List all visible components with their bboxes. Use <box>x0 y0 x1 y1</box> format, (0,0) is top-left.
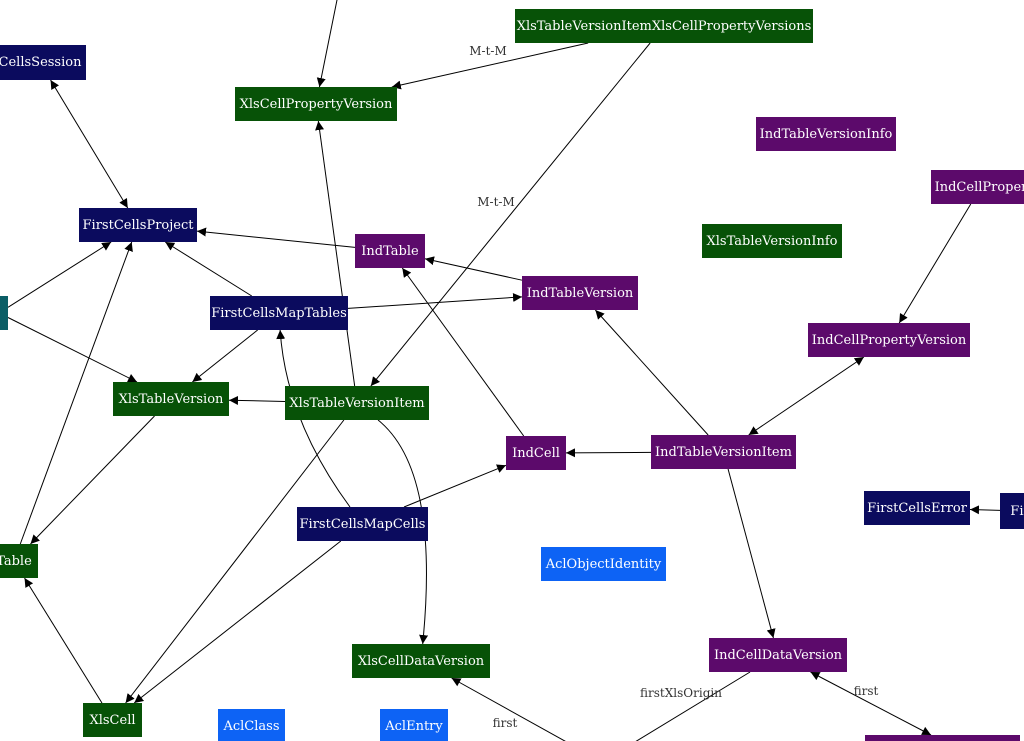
edge-firstCellsMapTables-to-firstCellsProject <box>164 241 253 297</box>
edge-firstCellsMapTables-to-indTableVersion <box>347 292 523 309</box>
node-ind-table-version-item[interactable]: IndTableVersionItem <box>651 435 796 469</box>
edge-tealNode-to-xlsTableVersion <box>7 317 138 383</box>
node-ind-table[interactable]: IndTable <box>355 234 425 268</box>
edge-indCellPropertyPartial-to-indCellPropertyVersion <box>898 203 972 324</box>
node-first-cells-map-tables[interactable]: FirstCellsMapTables <box>210 296 348 330</box>
node-fir-partial[interactable]: Fir <box>1000 493 1024 529</box>
node-ind-table-version[interactable]: IndTableVersion <box>522 276 638 310</box>
node-xls-table-version-item[interactable]: XlsTableVersionItem <box>285 386 429 420</box>
edge-firstCellsMapTables-to-xlsTableVersion <box>192 329 258 383</box>
edge-xlsTableVersionItem-to-xlsCellDataVersion <box>377 419 429 645</box>
edge-indTableVersionItem-to-indTableVersion <box>594 309 709 436</box>
edge-label: M-t-M <box>477 195 515 209</box>
node-acl-class[interactable]: AclClass <box>218 709 285 741</box>
node-acl-entry[interactable]: AclEntry <box>380 709 448 741</box>
node-ind-cell-property-version[interactable]: IndCellPropertyVersion <box>808 323 970 357</box>
edge-indCellDataVersion-to-offBottom2 <box>635 671 751 741</box>
edge-firPartial-to-firstCellsError <box>969 505 1001 515</box>
edge-offTop-to-xlsCellPropertyVersion <box>316 0 338 88</box>
edge-label: first <box>493 716 518 730</box>
edge-indTable-to-firstCellsProject <box>196 227 356 248</box>
edge-xlsCellDataVersion-to-offBottom <box>451 677 566 741</box>
node-xls-cell[interactable]: XlsCell <box>83 703 142 737</box>
node-acl-object-identity[interactable]: AclObjectIdentity <box>541 547 666 581</box>
node-xls-cell-property-version[interactable]: XlsCellPropertyVersion <box>235 87 397 121</box>
node-first-cells-map-cells[interactable]: FirstCellsMapCells <box>297 507 428 541</box>
edge-label: first <box>854 684 879 698</box>
node-xls-table-version[interactable]: XlsTableVersion <box>113 382 229 416</box>
edge-indCellDataVersion-to-bottomPurple <box>810 671 932 736</box>
edge-label: firstXlsOrigin <box>640 686 722 700</box>
node-first-cells-project[interactable]: FirstCellsProject <box>79 208 197 242</box>
edge-firstCellsMapCells-to-indCell <box>403 464 507 508</box>
edge-tealNode-to-firstCellsProject <box>7 241 112 308</box>
node-ind-table-version-info[interactable]: IndTableVersionInfo <box>756 117 896 151</box>
node-xls-cell-data-version[interactable]: XlsCellDataVersion <box>352 644 490 678</box>
node-xls-table-version-info[interactable]: XlsTableVersionInfo <box>702 224 842 258</box>
edge-indTableVersionItem-to-indCellPropertyVersion <box>748 356 865 436</box>
edge-label: M-t-M <box>469 44 507 58</box>
node-cells-session[interactable]: CellsSession <box>0 45 86 80</box>
node-ind-cell-data-version[interactable]: IndCellDataVersion <box>709 638 847 672</box>
edge-xlsTableVersionItem-to-xlsCell <box>125 419 345 704</box>
node-xls-table-version-item-xls-cell-property-versions[interactable]: XlsTableVersionItemXlsCellPropertyVersio… <box>515 9 813 43</box>
node-table-partial[interactable]: Table <box>0 544 38 578</box>
node-ind-cell-property-partial[interactable]: IndCellProper <box>931 170 1024 204</box>
edge-indTableVersion-to-indTable <box>424 256 523 281</box>
node-teal-partial[interactable] <box>0 296 8 330</box>
edge-cellsSession-to-firstCellsProject <box>50 79 129 209</box>
edge-firstCellsMapCells-to-xlsCell <box>133 540 342 704</box>
edge-xlsTableVersion-to-tablePartial <box>30 415 155 545</box>
edge-xlsTableVersionItemXlsCellPropertyVersions-to-xlsCellPropertyVersion <box>391 42 589 90</box>
edge-indCell-to-indTable <box>401 267 525 437</box>
edge-xlsTableVersionItemXlsCellPropertyVersions-to-xlsTableVersionItem <box>370 42 651 387</box>
node-ind-cell[interactable]: IndCell <box>506 436 566 470</box>
edge-indTableVersionItem-to-indCellDataVersion <box>727 468 776 639</box>
edge-tablePartial-to-firstCellsProject <box>19 241 133 545</box>
edge-xlsTableVersionItem-to-xlsTableVersion <box>228 395 286 405</box>
node-first-cells-error[interactable]: FirstCellsError <box>864 491 970 525</box>
node-bottom-purple-partial[interactable] <box>865 735 1020 741</box>
edge-xlsTableVersionItem-to-xlsCellPropertyVersion <box>315 120 356 387</box>
edge-xlsCell-to-tablePartial <box>24 577 103 704</box>
